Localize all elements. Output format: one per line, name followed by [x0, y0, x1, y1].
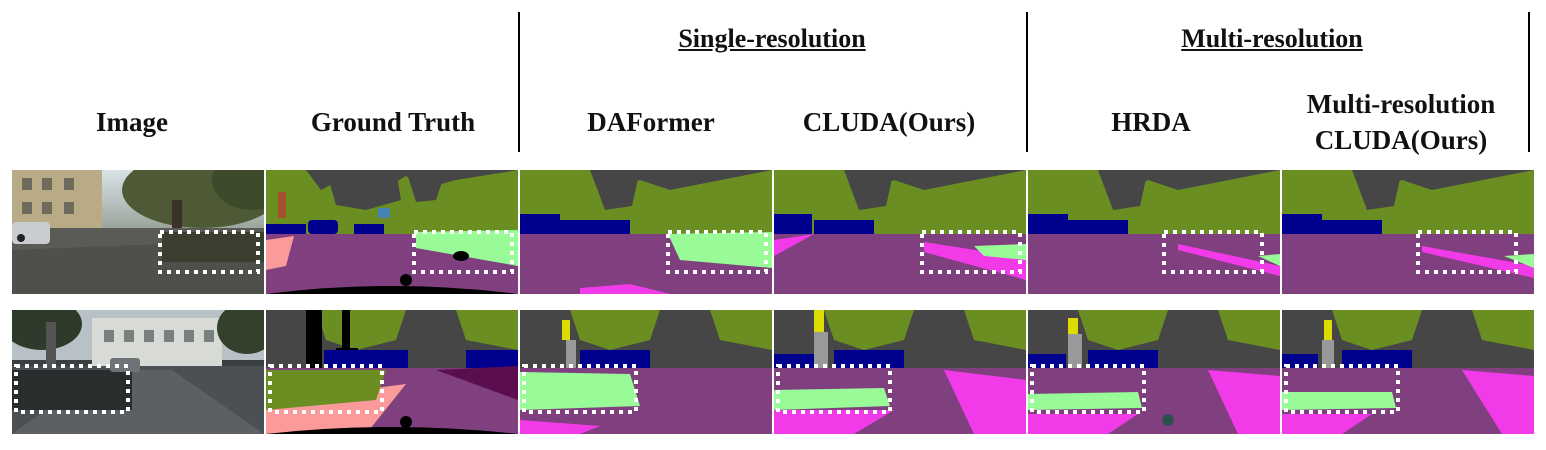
row2-daformer: [520, 310, 772, 434]
separator-left: [518, 12, 520, 152]
separator-right: [1528, 12, 1530, 152]
group-multi-resolution: Multi-resolution: [1181, 24, 1363, 53]
highlight-box: [776, 364, 892, 414]
row1-cluda: [774, 170, 1026, 294]
row2-ground-truth: [266, 310, 518, 434]
highlight-box: [412, 230, 514, 274]
header-cluda: CLUDA(Ours): [802, 107, 976, 137]
highlight-box: [1162, 230, 1264, 274]
highlight-box: [268, 364, 384, 414]
highlight-box: [920, 230, 1022, 274]
highlight-box: [522, 364, 638, 414]
header-ground-truth: Ground Truth: [310, 107, 476, 137]
row2-input-image: [12, 310, 264, 434]
row2-hrda: [1028, 310, 1280, 434]
row2-mr-cluda: [1282, 310, 1534, 434]
highlight-box: [666, 230, 768, 274]
row1-mr-cluda: [1282, 170, 1534, 294]
row1-ground-truth: [266, 170, 518, 294]
highlight-box: [14, 364, 130, 414]
highlight-box: [158, 230, 260, 274]
row2-cluda: [774, 310, 1026, 434]
row1-hrda: [1028, 170, 1280, 294]
row1-daformer: [520, 170, 772, 294]
header-image: Image: [96, 107, 168, 137]
header-hrda: HRDA: [1111, 107, 1191, 137]
header-mr-cluda-line1: Multi-resolution: [1306, 89, 1496, 119]
row1-input-image: [12, 170, 264, 294]
header-daformer: DAFormer: [587, 107, 715, 137]
header-mr-cluda-line2: CLUDA(Ours): [1314, 125, 1488, 155]
highlight-box: [1416, 230, 1518, 274]
highlight-box: [1030, 364, 1146, 414]
highlight-box: [1284, 364, 1400, 414]
separator-middle: [1026, 12, 1028, 152]
group-single-resolution: Single-resolution: [678, 24, 866, 53]
